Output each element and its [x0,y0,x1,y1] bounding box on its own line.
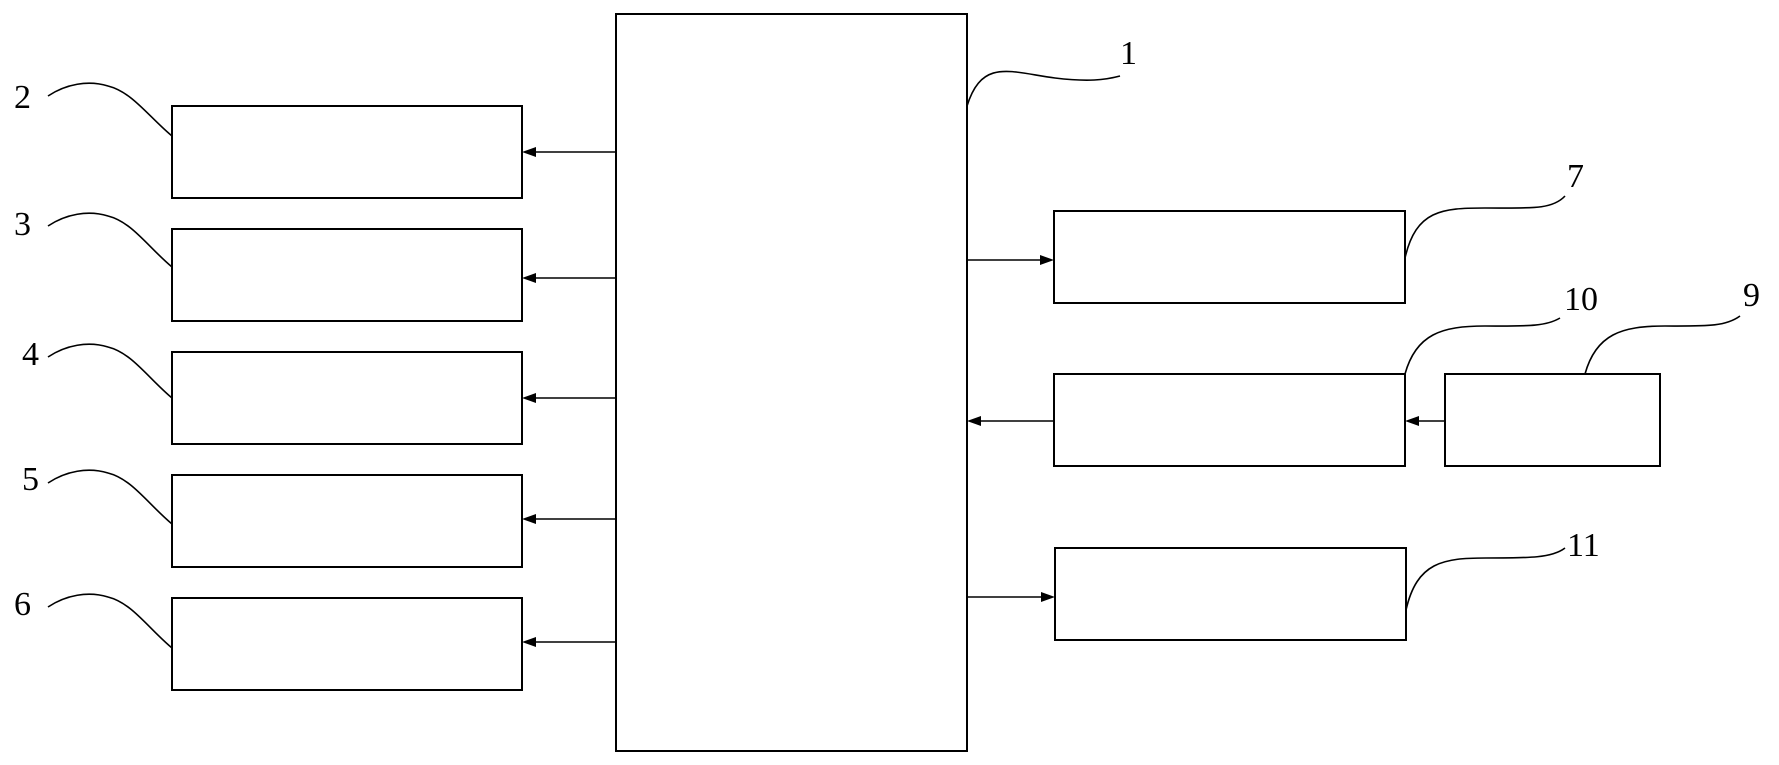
arrow-1-to-5 [522,514,616,524]
leader-5 [47,469,173,525]
label-1: 1 [1120,35,1137,72]
arrow-1-to-7 [967,255,1054,265]
block-2 [171,105,523,199]
block-7 [1053,210,1406,304]
label-6: 6 [14,586,31,623]
leader-3 [47,212,173,268]
arrow-1-to-3 [522,273,616,283]
leader-1 [966,70,1121,107]
leader-6 [47,593,173,649]
leader-7 [1404,195,1566,259]
block-4 [171,351,523,445]
leader-2 [47,82,173,137]
label-5: 5 [22,461,39,498]
leader-4 [47,343,173,399]
leader-11 [1405,547,1566,611]
label-7: 7 [1567,158,1584,195]
arrow-9-to-10 [1405,416,1445,426]
leader-10 [1404,317,1561,375]
label-4: 4 [22,336,39,373]
label-2: 2 [14,79,31,116]
block-6 [171,597,523,691]
label-11: 11 [1567,527,1600,564]
block-5 [171,474,523,568]
block-9 [1444,373,1661,467]
label-10: 10 [1564,281,1598,318]
arrow-1-to-6 [522,637,616,647]
leader-9 [1584,315,1741,375]
arrow-10-to-1 [967,416,1054,426]
arrow-1-to-11 [967,592,1055,602]
label-9: 9 [1743,277,1760,314]
arrow-1-to-4 [522,393,616,403]
block-3 [171,228,523,322]
block-10 [1053,373,1406,467]
block-11 [1054,547,1407,641]
arrow-1-to-2 [522,147,616,157]
block-1 [615,13,968,752]
label-3: 3 [14,206,31,243]
